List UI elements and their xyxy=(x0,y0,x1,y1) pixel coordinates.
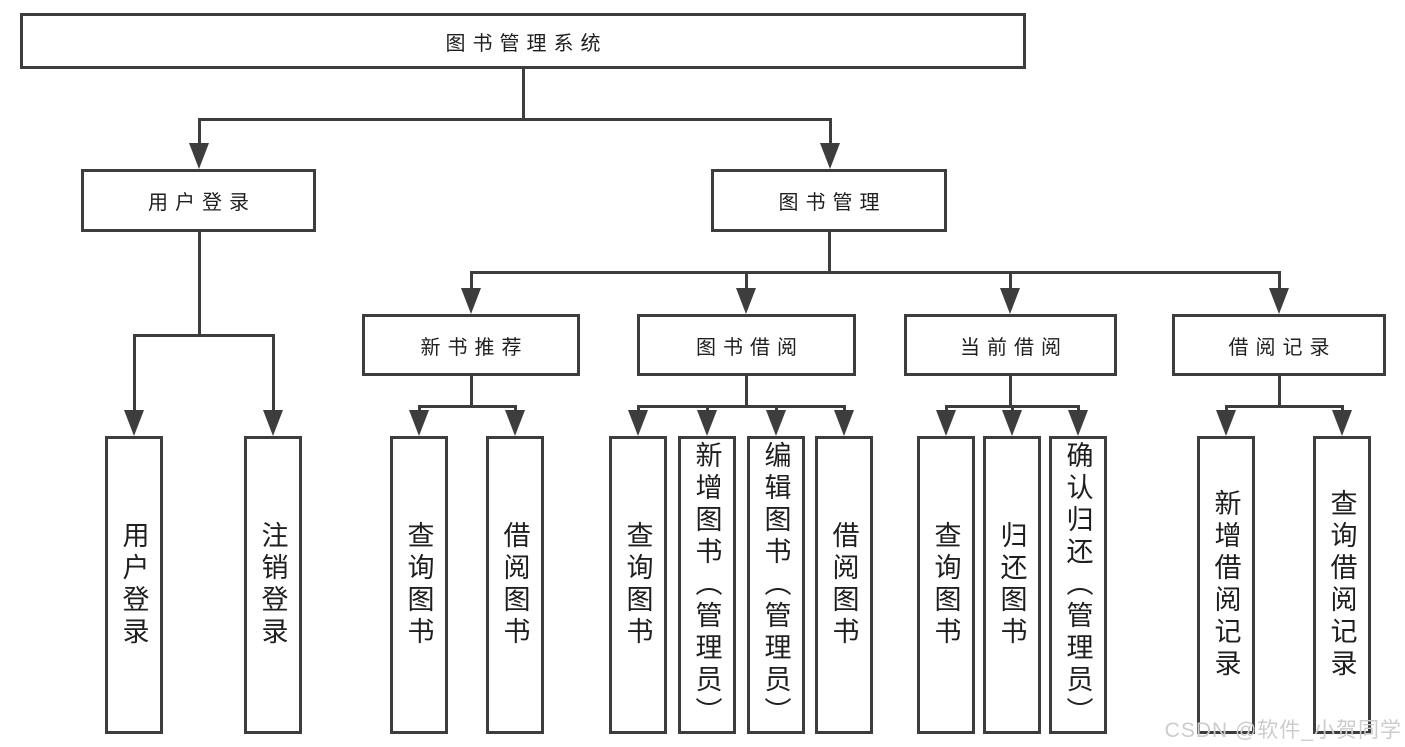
arrow-to-leaf-user-login-icon xyxy=(124,335,144,436)
edge-branch-borrowing-records xyxy=(1224,404,1344,408)
node-label: 借阅记录 xyxy=(1228,336,1337,359)
arrow-to-leaf-query-books-borrowing-icon xyxy=(628,406,648,436)
leaf-label: 借阅图书 xyxy=(499,521,530,649)
leaf-label: 新增借阅记录 xyxy=(1210,489,1241,681)
leaf-borrow-books-recommend: 借阅图书 xyxy=(486,436,544,734)
leaf-edit-books-admin: 编辑图书（管理员） xyxy=(747,436,805,734)
leaf-query-borrow-record: 查询借阅记录 xyxy=(1313,436,1371,734)
leaf-label: 编辑图书（管理员） xyxy=(760,441,791,729)
node-label: 图书借阅 xyxy=(696,336,804,359)
edge-stub-book-management xyxy=(827,232,831,274)
edge-branch-level2 xyxy=(469,270,1281,274)
node-book-borrowing: 图书借阅 xyxy=(637,314,856,376)
csdn-watermark: CSDN @软件_小贺同学 xyxy=(1164,719,1402,742)
node-label: 当前借阅 xyxy=(960,336,1068,359)
leaf-logout: 注销登录 xyxy=(244,436,302,734)
leaf-query-books-recommend: 查询图书 xyxy=(390,436,448,734)
leaf-label: 新增图书（管理员） xyxy=(691,441,722,729)
leaf-return-books: 归还图书 xyxy=(983,436,1041,734)
arrow-to-leaf-query-borrow-record-icon xyxy=(1332,406,1352,436)
arrow-to-leaf-borrow-books-icon xyxy=(834,406,854,436)
leaf-label: 查询图书 xyxy=(403,521,434,649)
arrow-to-leaf-logout-icon xyxy=(263,335,283,436)
leaf-label: 查询图书 xyxy=(930,521,961,649)
edge-stub-user-login xyxy=(197,232,201,337)
arrow-to-leaf-borrow-books-recommend-icon xyxy=(505,406,525,436)
arrow-to-new-book-recommend-icon xyxy=(461,272,481,314)
leaf-label: 用户登录 xyxy=(118,521,149,649)
arrow-to-leaf-add-books-icon xyxy=(697,406,717,436)
edge-stub-current-borrowing xyxy=(1008,376,1012,408)
leaf-label: 查询图书 xyxy=(622,521,653,649)
leaf-label: 归还图书 xyxy=(996,521,1027,649)
edge-branch-new-book-recommend xyxy=(417,404,517,408)
arrow-to-book-borrowing-icon xyxy=(736,272,756,314)
node-book-management: 图书管理 xyxy=(711,169,947,232)
edge-branch-book-borrowing xyxy=(636,404,846,408)
edge-branch-user-login xyxy=(132,333,275,337)
arrow-to-leaf-return-books-icon xyxy=(1002,406,1022,436)
node-label: 新书推荐 xyxy=(420,336,529,359)
edge-stub-new-book-recommend xyxy=(469,376,473,408)
node-root-label: 图书管理系统 xyxy=(445,32,608,55)
edge-branch-level1 xyxy=(197,117,832,121)
leaf-label: 借阅图书 xyxy=(828,521,859,649)
node-user-login: 用户登录 xyxy=(81,169,316,232)
arrow-to-book-management-icon xyxy=(820,119,840,169)
node-new-book-recommend: 新书推荐 xyxy=(362,314,580,376)
leaf-query-books-current: 查询图书 xyxy=(917,436,975,734)
arrow-to-leaf-confirm-return-icon xyxy=(1068,406,1088,436)
arrow-to-leaf-add-borrow-record-icon xyxy=(1216,406,1236,436)
arrow-to-borrowing-records-icon xyxy=(1269,272,1289,314)
edge-stub-borrowing-records xyxy=(1277,376,1281,408)
arrow-to-current-borrowing-icon xyxy=(1000,272,1020,314)
arrow-to-leaf-edit-books-icon xyxy=(766,406,786,436)
edge-stub-root xyxy=(521,69,525,121)
leaf-query-books-borrowing: 查询图书 xyxy=(609,436,667,734)
leaf-label: 确认归还（管理员） xyxy=(1062,441,1093,729)
leaf-add-borrow-record: 新增借阅记录 xyxy=(1197,436,1255,734)
edge-stub-book-borrowing xyxy=(744,376,748,408)
leaf-label: 注销登录 xyxy=(257,521,288,649)
arrow-to-user-login-icon xyxy=(189,119,209,169)
leaf-label: 查询借阅记录 xyxy=(1326,489,1357,681)
node-current-borrowing: 当前借阅 xyxy=(904,314,1117,376)
leaf-confirm-return-admin: 确认归还（管理员） xyxy=(1049,436,1107,734)
node-label: 图书管理 xyxy=(778,192,887,214)
node-root: 图书管理系统 xyxy=(20,13,1026,69)
leaf-borrow-books: 借阅图书 xyxy=(815,436,873,734)
arrow-to-leaf-query-books-recommend-icon xyxy=(409,406,429,436)
leaf-user-login: 用户登录 xyxy=(105,436,163,734)
leaf-add-books-admin: 新增图书（管理员） xyxy=(678,436,736,734)
arrow-to-leaf-query-books-current-icon xyxy=(936,406,956,436)
node-label: 用户登录 xyxy=(148,192,256,214)
node-borrowing-records: 借阅记录 xyxy=(1172,314,1386,376)
